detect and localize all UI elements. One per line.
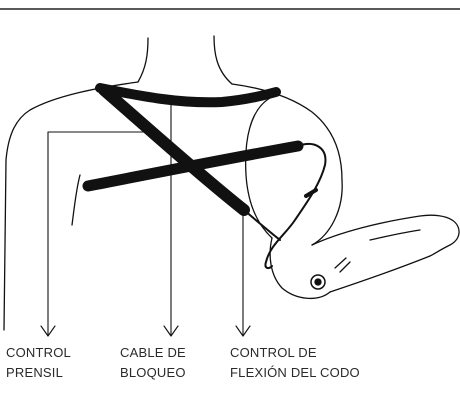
upper-arm-shell (246, 98, 272, 238)
label-cable-bloqueo-line2: BLOQUEO (120, 363, 186, 383)
diagonal-strap (104, 90, 244, 210)
label-control-flexion-codo: CONTROL DE FLEXIÓN DEL CODO (230, 343, 360, 383)
prehension-cable (265, 144, 325, 268)
horizontal-strap (88, 146, 298, 186)
control-cables (244, 144, 325, 268)
label-control-prensil-line2: PRENSIL (6, 363, 71, 383)
label-control-prensil-line1: CONTROL (6, 343, 71, 363)
forearm-bottom (330, 256, 430, 292)
label-cable-bloqueo-line1: CABLE DE (120, 343, 186, 363)
elbow-control-bead (240, 204, 248, 212)
terminal-device (430, 220, 459, 256)
harness-straps (88, 88, 298, 210)
left-shoulder-line (4, 82, 138, 330)
torso-outline (4, 36, 342, 330)
elbow-hinge-inner (315, 279, 321, 285)
prosthetic-arm (246, 98, 459, 298)
elbow-joint (270, 238, 330, 298)
label-control-flexion-codo-line2: FLEXIÓN DEL CODO (230, 363, 360, 383)
elbow-flexion-cable (244, 210, 280, 240)
forearm-detail-line (370, 230, 420, 240)
neck-right-line (214, 36, 232, 84)
label-control-prensil: CONTROL PRENSIL (6, 343, 71, 383)
upper-cross-strap (100, 88, 276, 102)
neck-left-line (138, 38, 148, 82)
label-cable-bloqueo: CABLE DE BLOQUEO (120, 343, 186, 383)
cable-tab (306, 190, 316, 196)
leader-control-prensil (48, 132, 150, 336)
forearm-top (312, 215, 452, 245)
label-control-flexion-codo-line1: CONTROL DE (230, 343, 360, 363)
left-torso-detail (72, 175, 80, 225)
cable-anchor (335, 258, 350, 272)
